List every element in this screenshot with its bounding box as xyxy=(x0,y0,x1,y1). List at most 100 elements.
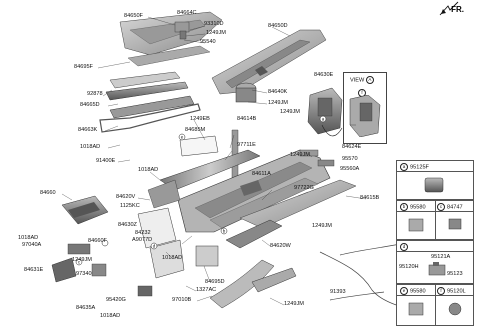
shifter-module-84630E xyxy=(307,87,343,135)
panel-d-part2: 95121A xyxy=(431,254,451,260)
label-84615B: 84615B xyxy=(360,195,380,201)
label-84664C: 84664C xyxy=(177,10,197,16)
part-95420G xyxy=(137,285,153,297)
label-91400E: 91400E xyxy=(96,158,116,164)
small-parts-right xyxy=(299,149,335,167)
front-direction-label: FR. xyxy=(451,5,464,14)
label-84650D: 84650D xyxy=(268,23,288,29)
view-title: VIEW A xyxy=(350,76,376,84)
label-84620V: 84620V xyxy=(116,194,136,200)
panel-d-part1: 95120H xyxy=(399,264,419,270)
panel-f-part: 95120L xyxy=(447,288,466,295)
mat-84695F xyxy=(127,45,211,67)
panel-d-letter: d xyxy=(400,243,408,251)
module-84695D xyxy=(195,245,219,267)
label-84611A: 84611A xyxy=(252,171,271,177)
label-1249JM-c: 1249JM xyxy=(280,109,300,115)
side-trim-84650D xyxy=(211,29,327,95)
view-a-box: VIEW A f xyxy=(343,72,387,144)
view-arrow xyxy=(321,124,343,137)
view-title-text: VIEW xyxy=(350,77,365,84)
label-1249JM-a: 1249JM xyxy=(206,30,226,36)
label-95420G: 95420G xyxy=(106,297,126,303)
label-1018AD-b: 1018AD xyxy=(138,167,159,173)
pad-84685M xyxy=(179,135,219,157)
label-97340: 97340 xyxy=(76,271,92,277)
bracket-84660F xyxy=(67,243,91,255)
label-84660: 84660 xyxy=(40,190,56,196)
label-1125KC: 1125KC xyxy=(120,203,140,209)
label-1327AC: 1327AC xyxy=(196,287,217,293)
callout-a: a xyxy=(322,117,325,122)
side-panel-84620V xyxy=(147,179,181,209)
console-body-84611A xyxy=(177,149,331,233)
label-1249JM-b: 1249JM xyxy=(268,100,288,106)
label-1249JM-f: 1249JM xyxy=(72,257,92,263)
cup-holder-84640K xyxy=(235,82,257,103)
label-84665D: 84665D xyxy=(80,102,100,108)
label-97722G: 97722G xyxy=(294,185,314,191)
label-95540: 95540 xyxy=(200,39,216,45)
label-1249JM-e: 1249JM xyxy=(312,223,332,229)
switch-assy xyxy=(174,21,190,40)
label-93310D: 93310D xyxy=(204,21,224,27)
label-84685M: 84685M xyxy=(185,127,206,133)
label-97040A: 97040A xyxy=(22,242,42,248)
label-84630Z: 84630Z xyxy=(118,222,137,228)
panel-b-letter: b xyxy=(400,203,408,211)
leader-lines xyxy=(61,16,367,306)
label-84695F: 84695F xyxy=(74,64,93,70)
panel-bc-illustration xyxy=(408,218,462,232)
label-1249JM-d: 1249JM xyxy=(290,152,310,158)
label-84232: 84232 xyxy=(135,230,151,236)
label-84660F: 84660F xyxy=(88,238,107,244)
label-92878: 92878 xyxy=(87,91,103,97)
label-84650F: 84650F xyxy=(124,13,143,19)
label-84635A: 84635A xyxy=(76,305,96,311)
panel-c-letter: c xyxy=(437,203,445,211)
label-95560A: 95560A xyxy=(340,166,360,172)
label-97010B: 97010B xyxy=(172,297,192,303)
panel-b-part: 95580 xyxy=(410,204,426,211)
label-1249EB: 1249EB xyxy=(190,116,210,122)
label-95570: 95570 xyxy=(342,156,358,162)
light-strip-92878 xyxy=(99,71,201,133)
panel-ef-illustration xyxy=(408,302,462,316)
label-84624E: 84624E xyxy=(342,144,362,150)
panel-e-part: 95580 xyxy=(410,288,426,295)
label-84695D: 84695D xyxy=(205,279,225,285)
panel-e-letter: e xyxy=(400,287,408,295)
label-84663K: 84663K xyxy=(78,127,98,133)
label-1018AD-d: 1018AD xyxy=(162,255,183,261)
duct-97010B xyxy=(209,259,297,309)
front-arrow-icon xyxy=(439,1,459,16)
label-1018AD-a: 1018AD xyxy=(80,144,101,150)
box-84630Z xyxy=(137,207,185,279)
label-84640K: 84640K xyxy=(268,89,288,95)
callout-e: e xyxy=(181,135,184,140)
label-84631E: 84631E xyxy=(24,267,44,273)
label-97711E: 97711E xyxy=(237,142,256,148)
panel-f-letter: f xyxy=(437,287,445,295)
panel-d-part3: 95123 xyxy=(447,271,463,277)
callout-b: b xyxy=(223,229,226,234)
callout-d: d xyxy=(153,244,156,249)
panel-a-letter: a xyxy=(400,163,408,171)
panel-d-illustration xyxy=(428,262,446,276)
view-letter: A xyxy=(365,76,374,84)
part-97340 xyxy=(91,263,107,277)
detail-panel-d: d 95120H 95121A 95123 xyxy=(396,240,474,284)
panel-c-part: 84747 xyxy=(447,204,463,211)
callout-c: c xyxy=(78,260,81,265)
view-a-illustration xyxy=(349,95,381,137)
label-91393: 91393 xyxy=(330,289,346,295)
lower-trim-84620W xyxy=(225,219,283,249)
